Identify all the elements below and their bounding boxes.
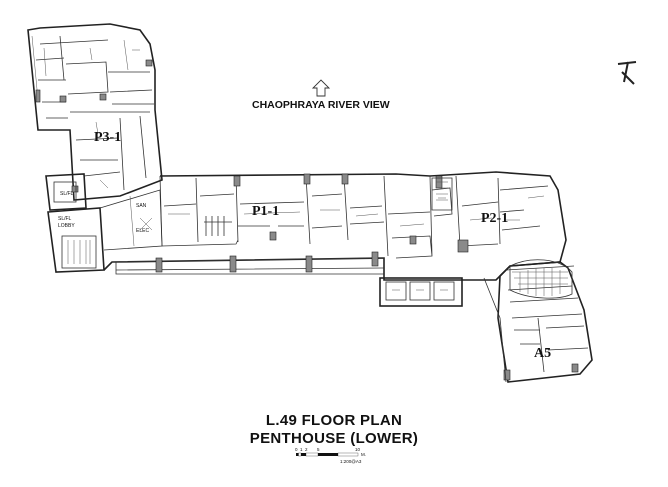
scale-tick-1: 1 <box>300 447 303 452</box>
scale-ratio: 1:200@A3 <box>340 459 362 464</box>
unit-label-a5: A5 <box>534 346 551 361</box>
tower-p3 <box>27 23 163 201</box>
sl-fl-lobby-label-1: SL/FL <box>58 216 72 222</box>
wing-a5 <box>483 259 593 383</box>
view-direction-arrow-icon <box>311 79 331 97</box>
plan-subtitle: PENTHOUSE (LOWER) <box>249 430 419 447</box>
scale-tick-2: 2 <box>305 447 308 452</box>
san-label: SAN <box>136 203 147 209</box>
view-label: CHAOPHRAYA RIVER VIEW <box>252 99 390 111</box>
planter-boxes <box>379 277 463 307</box>
unit-label-p2-1: P2-1 <box>481 211 508 226</box>
unit-label-p1-1: P1-1 <box>252 204 279 219</box>
scale-bar: 0 1 2 5 10 M. 1:200@A3 <box>295 447 366 464</box>
elec-label: ELEC <box>136 228 149 234</box>
sl-fl-lobby-label-2: LOBBY <box>58 223 75 229</box>
unit-label-p3-1: P3-1 <box>94 130 121 145</box>
north-arrow-icon <box>617 61 637 85</box>
scale-unit: M. <box>361 452 366 457</box>
scale-tick-0: 0 <box>295 447 298 452</box>
scale-tick-10: 10 <box>355 447 361 452</box>
sl-fl-label: SL/FL <box>60 191 74 197</box>
plan-title: L.49 FLOOR PLAN <box>265 412 403 429</box>
scale-tick-5: 5 <box>317 447 320 452</box>
central-slab <box>103 171 567 281</box>
